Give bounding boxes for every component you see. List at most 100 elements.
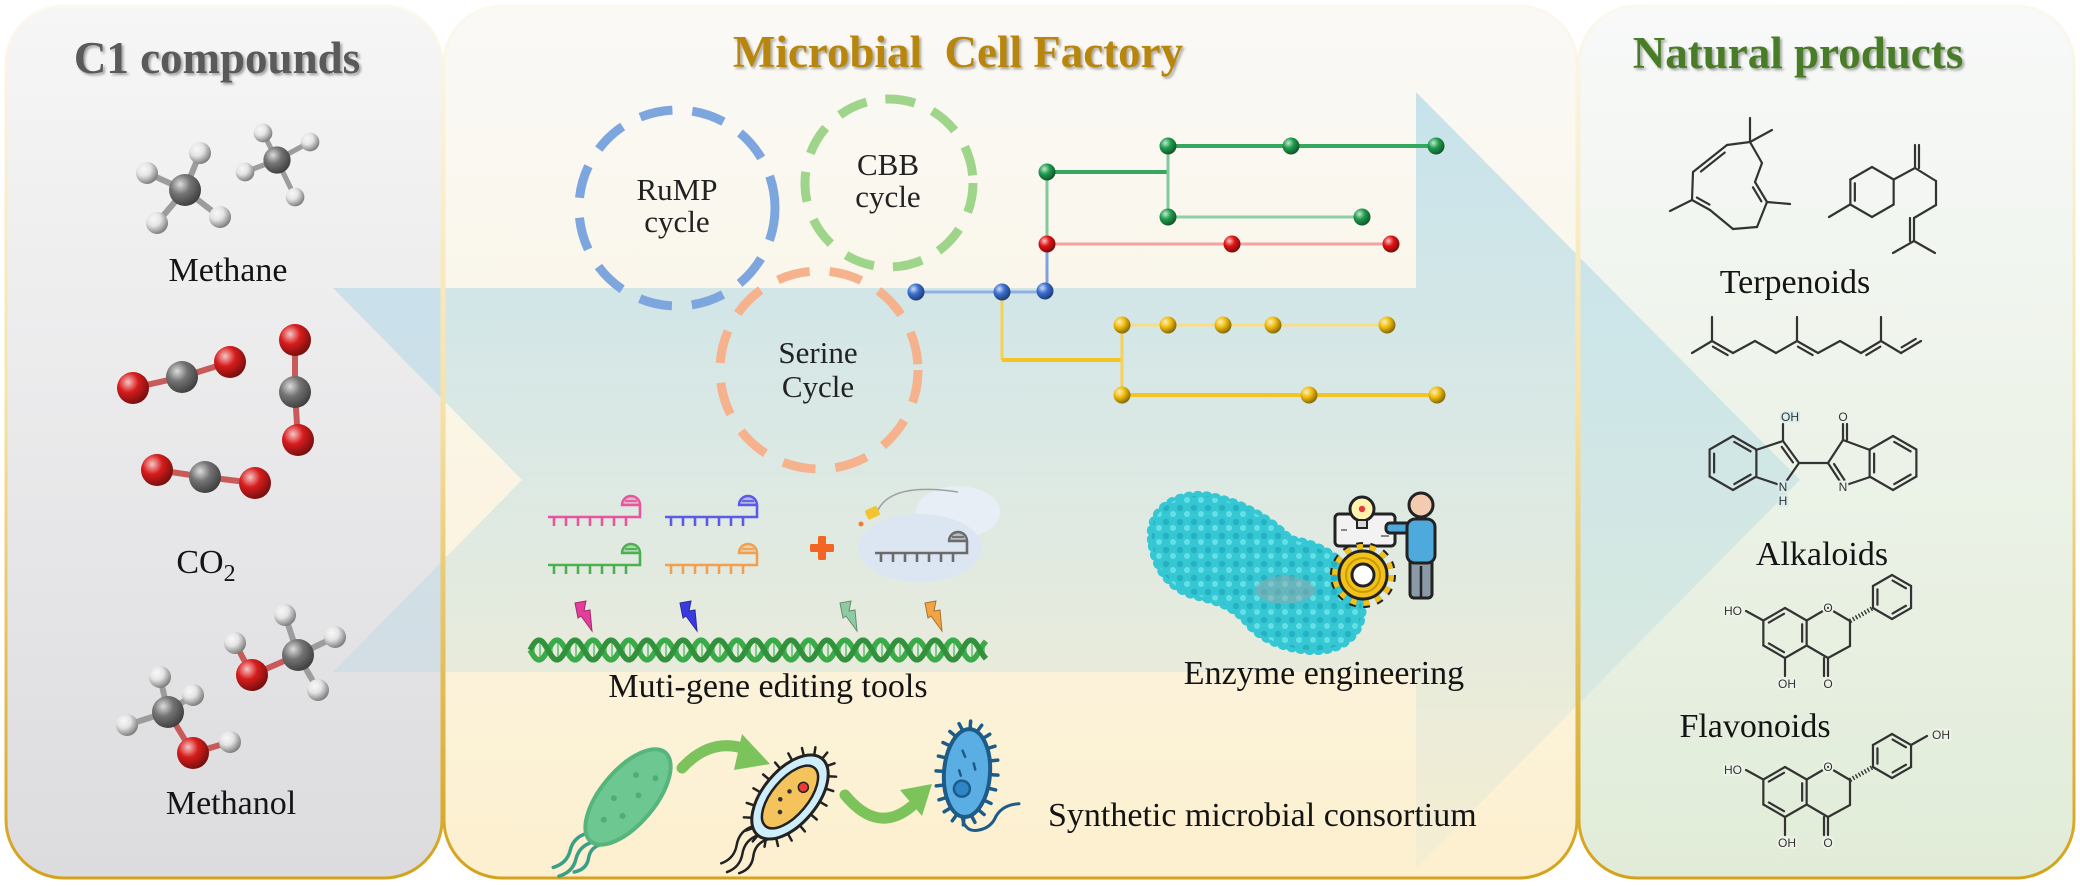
rump-cycle-ring (574, 105, 780, 311)
chem-bond (1913, 166, 1938, 183)
chem-bond (1753, 339, 1778, 355)
chem-double-bond (1893, 440, 1912, 453)
chem-bond (1795, 339, 1820, 355)
gene-editing-label: Muti-gene editing tools (608, 668, 927, 705)
hydrogen-atom (209, 206, 231, 228)
plus-sign-vertical (818, 536, 826, 560)
chem-bond (1783, 765, 1808, 781)
pathway-node-yellow (1113, 386, 1131, 404)
chem-bond (1731, 475, 1758, 492)
pathway-node-green (1038, 163, 1056, 181)
chem-bond (1754, 475, 1785, 488)
chem-bond (1783, 644, 1808, 660)
chem-bond (1868, 434, 1895, 451)
hydrogen-atom (253, 123, 273, 143)
cas-protein-tag-dot (858, 521, 864, 527)
oxygen-atom (117, 372, 149, 404)
carbon-atom (263, 146, 291, 174)
cas-bound-grna (875, 530, 969, 562)
chem-bond (1892, 166, 1917, 181)
alkaloid-atom-label: O (1838, 410, 1847, 424)
chem-double-bond (1891, 604, 1908, 615)
chem-bond (1762, 644, 1787, 660)
microbial-consortium-illustration (551, 719, 1021, 878)
rump-cycle-label-line2: cycle (644, 204, 709, 239)
engineered-bacterium-icon (720, 746, 838, 875)
chem-bond (1871, 606, 1894, 621)
alkaloid-atom-label: N (1779, 480, 1788, 494)
chem-bond (1731, 225, 1759, 231)
methane-molecule (136, 142, 231, 234)
chem-bond (1838, 339, 1863, 355)
flavonoid-structure-2 (1744, 732, 1929, 837)
natural-product-structures (1668, 116, 1938, 837)
pathway-node-yellow (1300, 386, 1318, 404)
chem-bond (1781, 461, 1801, 488)
co2-label: CO2 (176, 544, 235, 587)
chem-bond (1781, 439, 1801, 465)
carbon-atom (169, 174, 201, 206)
chem-bond (1890, 573, 1913, 588)
green-bacterium-icon (551, 747, 673, 878)
chem-bond (1912, 239, 1937, 255)
chem-bond (1762, 803, 1787, 819)
chem-bond (1871, 765, 1894, 780)
chem-double-bond (1733, 473, 1752, 486)
chem-bond (1871, 732, 1894, 747)
oxygen-atom (239, 467, 271, 499)
chem-bond (1668, 198, 1694, 213)
gear-teeth (1332, 544, 1394, 606)
chem-double-bond (1751, 186, 1763, 203)
person-head (1407, 491, 1435, 519)
chem-bond (1849, 165, 1874, 181)
co2-molecule (279, 324, 314, 456)
chem-bond (1891, 434, 1918, 451)
chem-bond (1879, 339, 1903, 355)
chem-double-bond (1780, 445, 1795, 464)
chem-bond (1708, 434, 1735, 451)
serine-cycle-label-line2: Cycle (782, 369, 854, 404)
flavonoid-atom-label: OH (1778, 836, 1796, 850)
chem-double-bond (1832, 462, 1846, 482)
lightning-bolt-icon (924, 600, 943, 633)
bacterium-granule (957, 769, 963, 777)
plus-sign-icon (810, 536, 834, 560)
chem-bond (1744, 609, 1765, 622)
carbon-atom (152, 696, 184, 728)
oxygen-atom (279, 324, 311, 356)
flavonoid-atom-label: O (1823, 836, 1832, 850)
middle-panel-border (442, 4, 1579, 880)
flow-arrow (333, 92, 1800, 868)
curved-arrow-icon (676, 734, 770, 774)
bacterium-nucleoid (952, 779, 972, 798)
cbb-cycle-label-line1: CBB (857, 147, 919, 182)
flavonoid-atom-label: O (1823, 601, 1832, 615)
lightning-bolt-icon (839, 600, 858, 633)
hydrogen-atom (136, 162, 158, 184)
methane-molecule (235, 123, 320, 207)
chem-bond (1762, 765, 1787, 781)
metabolic-pathway-tree (907, 137, 1446, 404)
protein-texture (1151, 495, 1362, 651)
pathway-node-yellow (1159, 316, 1177, 334)
co2-label-subscript: 2 (224, 561, 236, 587)
chem-bond (1826, 644, 1852, 660)
pathway-node-green (1353, 208, 1371, 226)
terpenoids-label: Terpenoids (1720, 264, 1871, 301)
chem-bond (1870, 203, 1895, 219)
pathway-node-green (1159, 208, 1177, 226)
chem-bond (1774, 339, 1799, 355)
chem-hashed-bond (1848, 765, 1875, 782)
cas-protein-icon (858, 486, 1000, 582)
lightbulb-base (1356, 519, 1368, 529)
chem-double-bond (1767, 612, 1786, 624)
lightbulb-filament (1358, 505, 1366, 513)
chem-bond (1890, 765, 1913, 780)
chem-bond (1754, 439, 1785, 452)
person-body (1405, 517, 1437, 565)
flavonoid-atom-label: HO (1724, 763, 1742, 777)
chem-bond (1783, 803, 1808, 819)
chem-bond (1891, 475, 1918, 492)
chem-bond (1826, 765, 1852, 782)
